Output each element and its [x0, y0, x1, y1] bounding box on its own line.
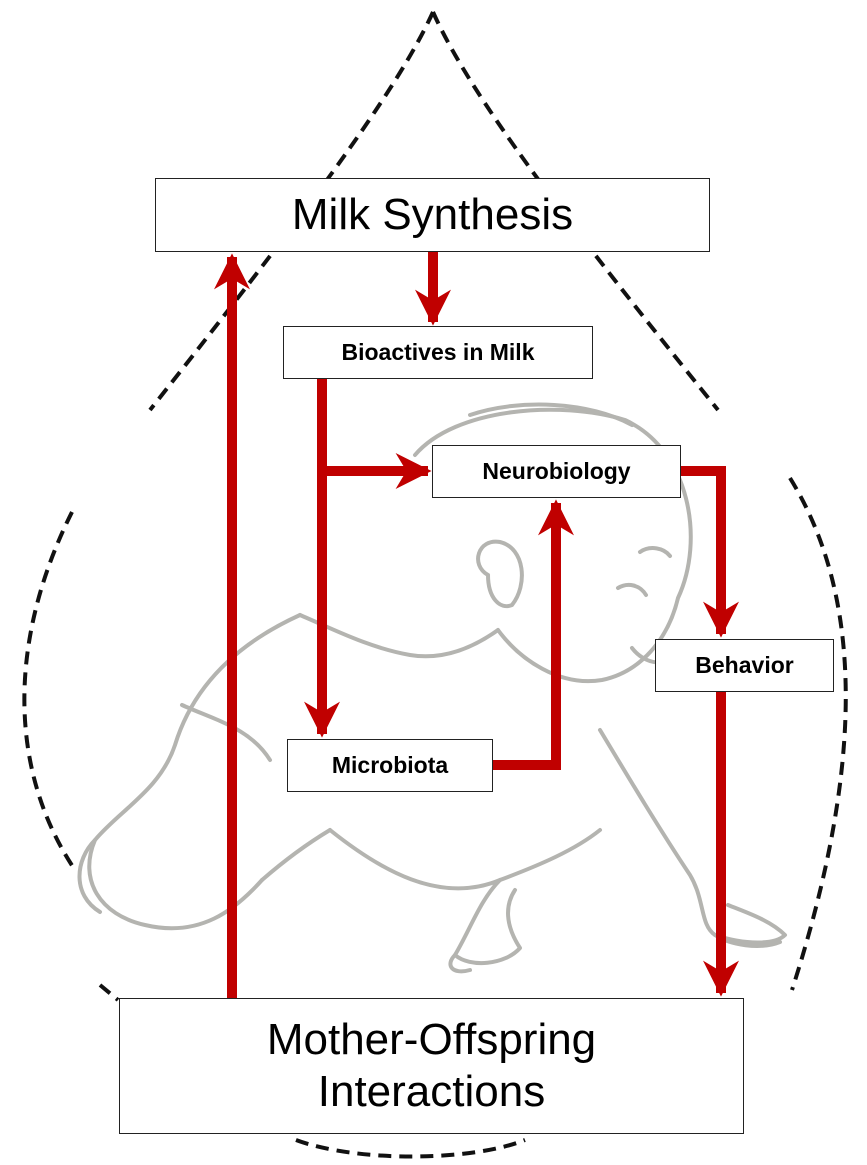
drop-body-right: [790, 478, 846, 990]
node-mother-offspring-text: Mother-Offspring Interactions: [267, 1014, 596, 1118]
node-behavior: Behavior: [655, 639, 834, 692]
node-neurobiology-label: Neurobiology: [482, 458, 630, 485]
arrow-bioactives-to-neurobiology: [322, 379, 428, 471]
node-mother-offspring-line2: Interactions: [267, 1066, 596, 1118]
drop-bottom-left: [100, 985, 118, 1000]
infant-shoulder: [300, 615, 498, 656]
node-microbiota-label: Microbiota: [332, 752, 448, 779]
drop-body-left: [24, 512, 75, 870]
node-milk-synthesis: Milk Synthesis: [155, 178, 710, 252]
infant-diaper-line: [182, 705, 270, 760]
infant-left-arm: [455, 880, 520, 963]
infant-belly: [330, 830, 600, 888]
infant-right-arm: [600, 730, 785, 943]
node-mother-offspring-line1: Mother-Offspring: [267, 1014, 596, 1066]
infant-back: [89, 615, 300, 928]
infant-ear: [478, 542, 522, 607]
node-bioactives-in-milk: Bioactives in Milk: [283, 326, 593, 379]
node-microbiota: Microbiota: [287, 739, 493, 792]
node-neurobiology: Neurobiology: [432, 445, 681, 498]
node-behavior-label: Behavior: [695, 652, 793, 679]
node-mother-offspring-interactions: Mother-Offspring Interactions: [119, 998, 744, 1134]
infant-eye: [618, 585, 646, 595]
infant-thigh: [262, 830, 330, 880]
node-bioactives-label: Bioactives in Milk: [341, 339, 534, 366]
infant-brow: [640, 548, 670, 556]
drop-bottom: [296, 1140, 525, 1157]
node-milk-synthesis-label: Milk Synthesis: [292, 189, 573, 241]
